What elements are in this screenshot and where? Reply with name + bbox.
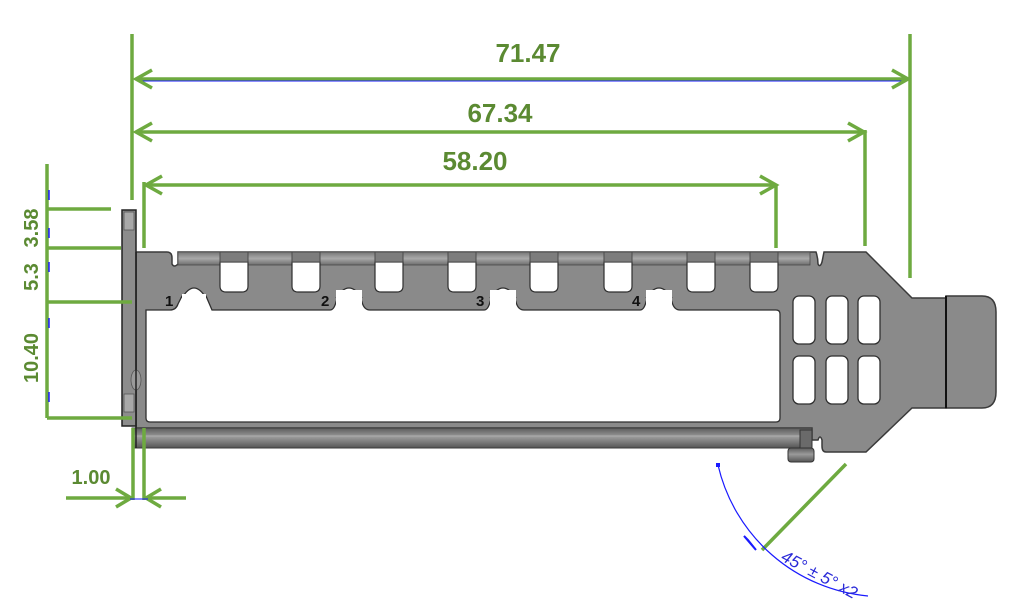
slot-number-1: 1: [165, 293, 173, 310]
main-window: [145, 291, 781, 423]
slot-number-4: 4: [632, 293, 641, 310]
bottom-rail: [131, 427, 813, 449]
bracket-part: 1 2 3 4: [121, 209, 997, 463]
dimension-lines: 71.47 67.34 58.20 3.58: [21, 34, 912, 603]
dimension-slot-span: 58.20: [142, 146, 780, 196]
dimension-overall-length: 71.47: [132, 38, 912, 90]
angle-label: 45° ± 5° x2: [778, 547, 861, 603]
dimension-label-67-34: 67.34: [467, 98, 533, 128]
dimension-thickness: 1.00: [66, 428, 186, 509]
dimension-label-58-20: 58.20: [442, 146, 507, 176]
dimension-body-length: 67.34: [132, 98, 868, 143]
slot-number-2: 2: [321, 293, 329, 310]
dimension-label-10-40: 10.40: [21, 333, 43, 383]
screw-boss: [787, 447, 815, 463]
bracket-end-tab: [945, 295, 997, 409]
dimension-label-71-47: 71.47: [495, 38, 560, 68]
top-cutouts: [219, 261, 779, 293]
dimension-chamfer-angle: 45° ± 5° x2: [716, 462, 869, 603]
slot-number-3: 3: [476, 293, 484, 310]
dimension-label-1-00: 1.00: [72, 467, 111, 489]
dimension-label-5-3: 5.3: [21, 263, 43, 291]
vent-holes: [792, 295, 881, 405]
dimension-label-3-58: 3.58: [21, 209, 43, 248]
dimension-vertical-stack: 3.58 5.3 10.40: [21, 164, 132, 420]
